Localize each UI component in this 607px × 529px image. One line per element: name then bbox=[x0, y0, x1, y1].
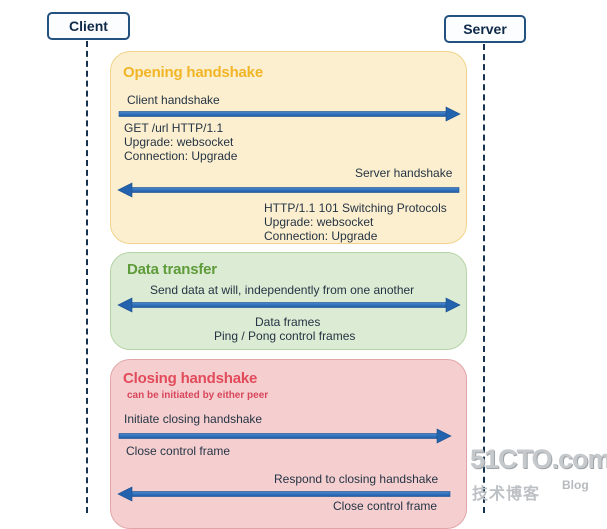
close-frame-label-2: Close control frame bbox=[333, 499, 438, 513]
initiate-close-arrow bbox=[118, 428, 452, 444]
closing-handshake-subtitle: can be initiated by either peer bbox=[127, 390, 269, 401]
data-transfer-title: Data transfer bbox=[127, 261, 217, 278]
server-actor-box: Server bbox=[444, 15, 526, 43]
response-line-2: Upgrade: websocket bbox=[264, 215, 374, 229]
response-line-1: HTTP/1.1 101 Switching Protocols bbox=[264, 201, 447, 215]
ping-pong-label: Ping / Pong control frames bbox=[214, 329, 356, 343]
site-watermark: 51CTO.com 技术博客 Blog bbox=[466, 444, 607, 513]
opening-handshake-phase bbox=[110, 51, 467, 244]
client-handshake-label: Client handshake bbox=[127, 93, 220, 107]
watermark-subtitle: 技术博客 bbox=[472, 484, 541, 503]
request-line-3: Connection: Upgrade bbox=[124, 149, 238, 163]
data-transfer-arrow bbox=[117, 297, 461, 313]
server-lifeline bbox=[483, 44, 485, 513]
respond-close-label: Respond to closing handshake bbox=[274, 472, 439, 486]
message-arrows bbox=[117, 106, 461, 502]
data-transfer-phase bbox=[110, 252, 467, 350]
respond-close-arrow bbox=[117, 486, 451, 502]
close-frame-label-1: Close control frame bbox=[126, 444, 231, 458]
server-handshake-label: Server handshake bbox=[355, 166, 453, 180]
closing-handshake-title: Closing handshake bbox=[123, 370, 258, 387]
client-actor-box: Client bbox=[47, 12, 130, 40]
watermark-blog: Blog bbox=[562, 478, 589, 492]
initiate-close-label: Initiate closing handshake bbox=[124, 412, 263, 426]
opening-handshake-title: Opening handshake bbox=[123, 64, 263, 81]
closing-handshake-phase bbox=[110, 359, 467, 529]
response-line-3: Connection: Upgrade bbox=[264, 229, 378, 243]
client-handshake-arrow bbox=[118, 106, 461, 122]
data-frames-label: Data frames bbox=[255, 315, 321, 329]
watermark-logo: 51CTO.com bbox=[470, 444, 607, 474]
request-line-1: GET /url HTTP/1.1 bbox=[124, 121, 224, 135]
data-transfer-description: Send data at will, independently from on… bbox=[150, 283, 415, 297]
client-lifeline bbox=[86, 41, 88, 513]
request-line-2: Upgrade: websocket bbox=[124, 135, 234, 149]
server-handshake-arrow bbox=[117, 182, 460, 198]
